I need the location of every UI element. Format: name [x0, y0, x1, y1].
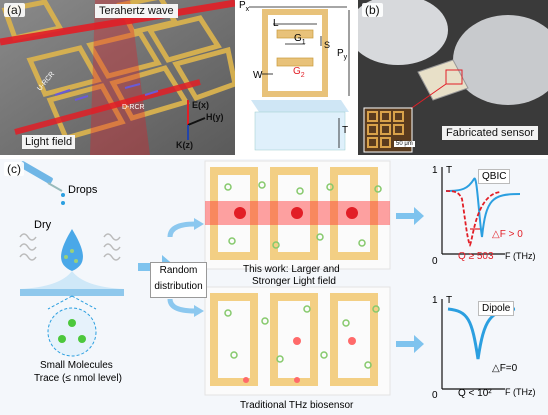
dipole-df: △F=0: [492, 363, 518, 374]
distribution-label: distribution: [154, 281, 203, 292]
panel-b-tag: (b): [362, 3, 383, 17]
this-work-label-line2: Stronger Light field: [252, 276, 336, 287]
molecules-label: Small Molecules: [40, 360, 113, 371]
axis-h-label: H(y): [206, 112, 224, 122]
unit-cell-illustration: [249, 6, 350, 151]
dim-w-label: W: [253, 70, 263, 81]
panel-b-photo: (b) Fabricated sensor 50 μm: [358, 0, 548, 155]
qbic-y0: 0: [432, 256, 438, 267]
dim-py-label: Py: [337, 48, 348, 61]
qbic-xaxis: F (THz): [505, 251, 536, 261]
dipole-title: Dipole: [478, 301, 515, 316]
random-label: Random: [159, 265, 198, 276]
scale-bar-label: 50 μm: [394, 141, 415, 147]
dim-px-label: Px: [239, 0, 250, 13]
light-field-label: Light field: [22, 135, 76, 149]
dim-s-label: S: [324, 40, 331, 50]
dim-g1-label: G1: [294, 33, 306, 46]
mechanism-illustration: [19, 160, 521, 396]
panel-a-tag: (a): [4, 3, 25, 17]
dipole-y0: 0: [432, 390, 438, 401]
random-distribution-box: Random distribution: [150, 262, 207, 298]
traditional-label: Traditional THz biosensor: [240, 400, 354, 411]
dim-g2-label: G2: [293, 66, 305, 79]
qbic-q: Q ≥ 503: [458, 251, 494, 262]
qbic-t: T: [446, 165, 453, 176]
unit-cell-panel: Px Py L G1 S G2 W T: [237, 0, 355, 155]
dipole-y1: 1: [432, 295, 438, 306]
dim-l-label: L: [273, 18, 279, 29]
panel-c-mechanism: (c) Drops Dry Small Molecules Trace (≤ n…: [0, 159, 548, 415]
qbic-y1: 1: [432, 165, 438, 176]
drops-label: Drops: [68, 184, 98, 196]
qbic-title: QBIC: [478, 169, 511, 184]
axis-e-label: E(x): [192, 100, 210, 110]
panel-c-tag: (c): [4, 162, 24, 176]
terahertz-wave-label: Terahertz wave: [95, 4, 178, 18]
drcr-label: D-RCR: [122, 104, 145, 111]
fabricated-sensor-label: Fabricated sensor: [442, 126, 539, 140]
dipole-t: T: [446, 295, 453, 306]
dipole-xaxis: F (THz): [505, 387, 536, 397]
axis-k-label: K(z): [176, 140, 193, 150]
dim-t-label: T: [342, 125, 349, 136]
qbic-df: △F > 0: [492, 229, 523, 240]
sensor-photo: [358, 0, 548, 155]
trace-level-label: Trace (≤ nmol level): [34, 373, 122, 384]
this-work-label-line1: This work: Larger and: [243, 264, 340, 275]
dry-label: Dry: [34, 219, 52, 231]
dipole-q: Q < 10²: [458, 388, 492, 399]
panel-a-metasurface: (a) Terahertz wave Light field U-RCR D-R…: [0, 0, 235, 155]
metasurface-illustration: [0, 0, 235, 155]
